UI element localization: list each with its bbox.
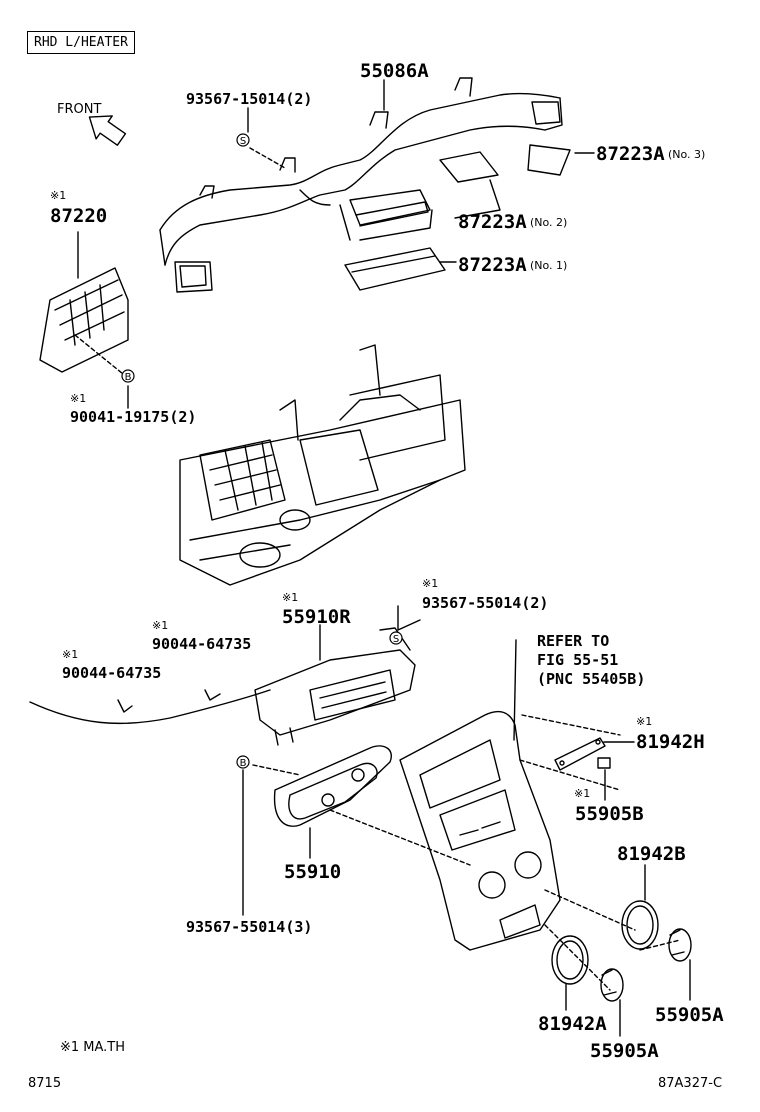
marker-87220: ※1 xyxy=(50,189,67,202)
knob-55905B xyxy=(597,757,611,769)
front-arrow-icon xyxy=(88,115,127,146)
marker-90044-b: ※1 xyxy=(62,648,79,661)
label-81942A: 81942A xyxy=(538,1013,607,1035)
marker-55910R: ※1 xyxy=(282,591,299,604)
label-55086A: 55086A xyxy=(360,60,429,82)
s-symbol-icon xyxy=(389,631,403,645)
label-87223A-no1: 87223A xyxy=(458,254,527,276)
label-55905A-right: 55905A xyxy=(655,1004,724,1026)
knob-55905A-bottom xyxy=(600,968,624,1002)
figure-code: 87A327-C xyxy=(658,1076,723,1091)
marker-93567-55014-2: ※1 xyxy=(422,577,439,590)
marker-55905B: ※1 xyxy=(574,787,591,800)
pad-87223A-no3 xyxy=(527,144,571,176)
heater-unit xyxy=(179,344,466,586)
label-87220: 87220 xyxy=(50,205,108,227)
marker-90044-a: ※1 xyxy=(152,619,169,632)
label-90041-19175: 90041-19175(2) xyxy=(70,408,197,426)
center-panel xyxy=(399,710,561,951)
refer-to-note: REFER TO FIG 55-51 (PNC 55405B) xyxy=(537,632,646,688)
b-symbol-icon xyxy=(121,369,135,383)
footnote: ※1 MA.TH xyxy=(60,1040,126,1055)
control-assembly-55910R xyxy=(29,627,416,746)
page-code-left: 8715 xyxy=(28,1076,62,1091)
b-symbol-icon xyxy=(236,755,250,769)
label-87223A-no2: 87223A xyxy=(458,211,527,233)
pad-87223A-no1 xyxy=(344,247,446,291)
s-symbol-icon xyxy=(236,133,250,147)
ring-81942A xyxy=(551,935,589,985)
label-55905B: 55905B xyxy=(575,803,644,825)
label-87223A-no2-sub: (No. 2) xyxy=(530,216,568,229)
label-81942B: 81942B xyxy=(617,843,686,865)
b-symbol-text-b: B xyxy=(240,758,247,769)
label-90044-64735-a: 90044-64735 xyxy=(152,635,252,653)
front-label: FRONT xyxy=(57,102,102,117)
label-93567-55014-2: 93567-55014(2) xyxy=(422,594,549,612)
label-87223A-no3-sub: (No. 3) xyxy=(668,148,706,161)
bezel-55910 xyxy=(273,745,392,827)
label-55910: 55910 xyxy=(284,861,342,883)
ring-81942B xyxy=(621,900,659,950)
s-symbol-text-b: S xyxy=(393,634,399,645)
part-87220 xyxy=(39,231,129,373)
label-93567-55014-3: 93567-55014(3) xyxy=(186,918,313,936)
label-93567-15014: 93567-15014(2) xyxy=(186,90,313,108)
knob-55905A-right xyxy=(668,928,692,962)
label-87223A-no1-sub: (No. 1) xyxy=(530,259,568,272)
pad-87223A-no2 xyxy=(439,151,499,183)
label-87223A-no3: 87223A xyxy=(596,143,665,165)
label-81942H: 81942H xyxy=(636,731,705,753)
b-symbol-text-a: B xyxy=(125,372,132,383)
marker-81942H: ※1 xyxy=(636,715,653,728)
label-90044-64735-b: 90044-64735 xyxy=(62,664,162,682)
label-55910R: 55910R xyxy=(282,606,351,628)
s-symbol-text-a: S xyxy=(240,136,246,147)
marker-90041: ※1 xyxy=(70,392,87,405)
label-55905A-bottom: 55905A xyxy=(590,1040,659,1062)
variant-box: RHD L/HEATER xyxy=(27,31,135,54)
strip-81942H xyxy=(554,737,606,771)
air-duct-55086A xyxy=(159,77,563,293)
